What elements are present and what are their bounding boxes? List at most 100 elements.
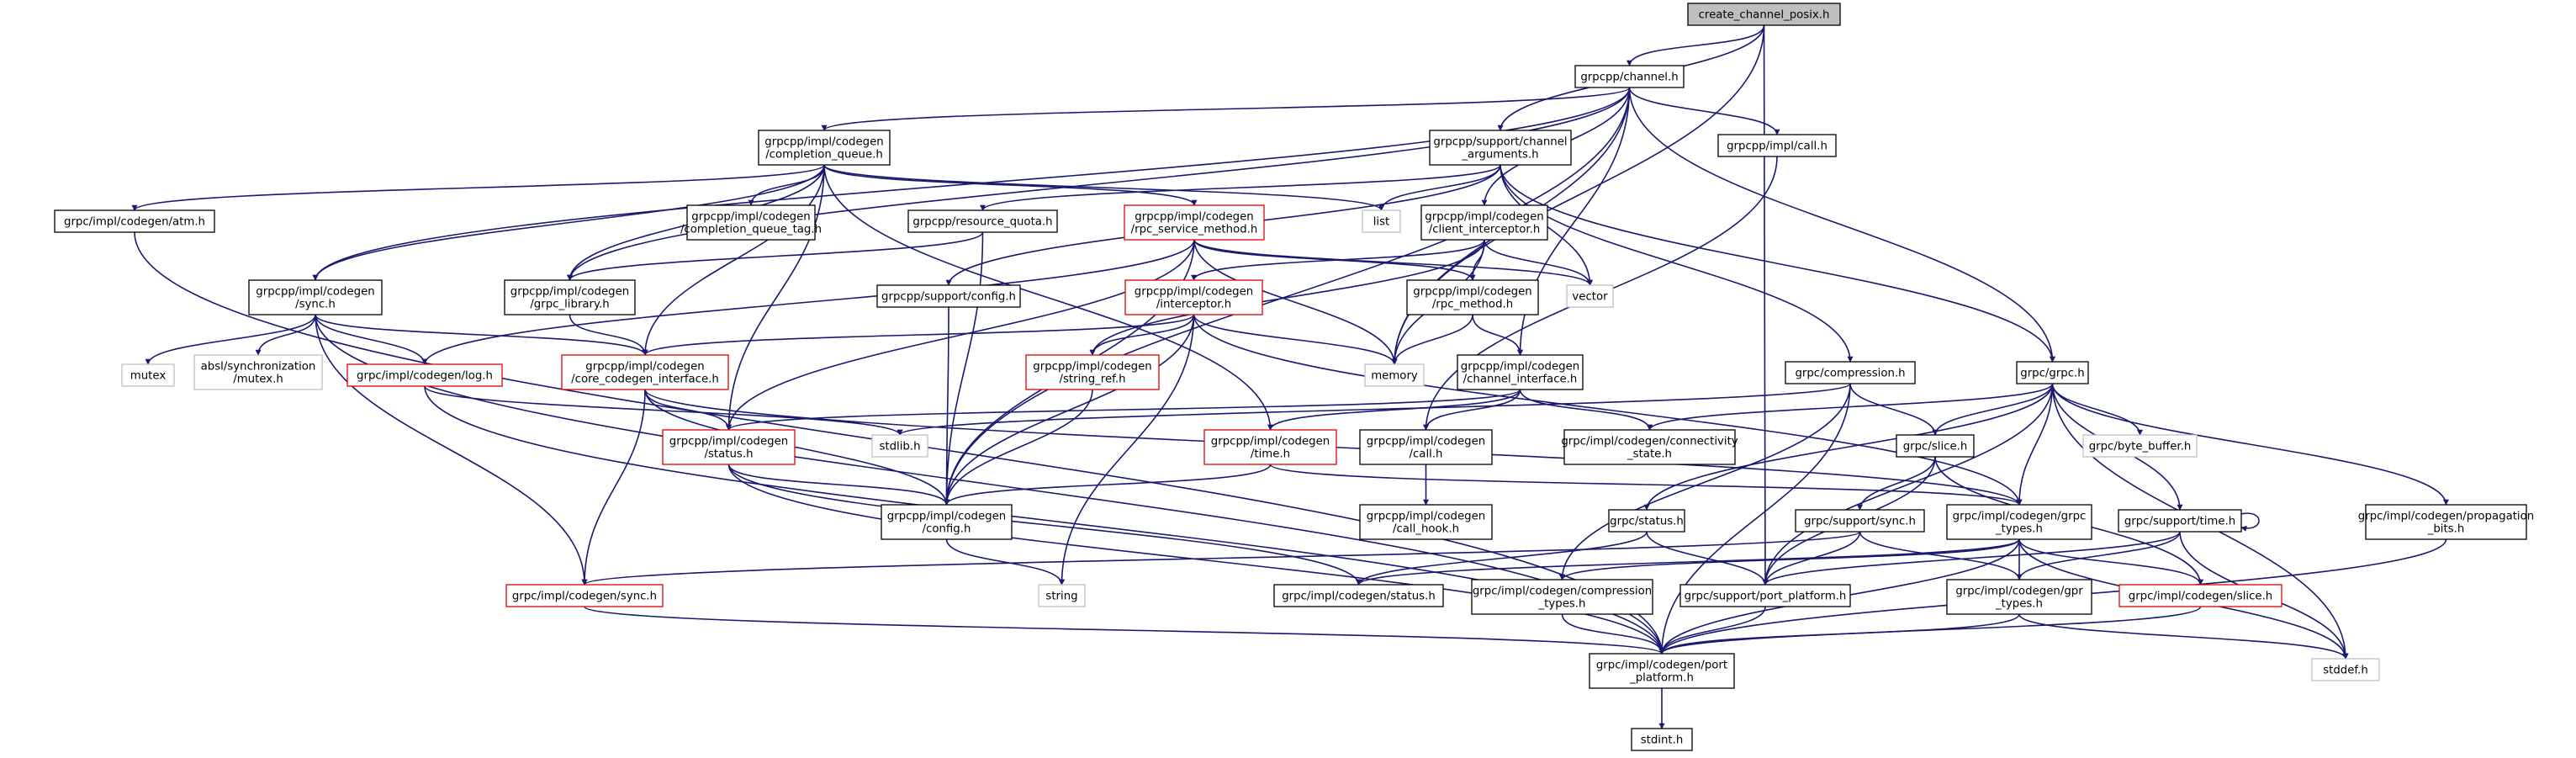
file-node-list[interactable]: list	[1362, 209, 1401, 233]
file-node-grpcpp-grpc-library[interactable]: grpcpp/impl/codegen/grpc_library.h	[504, 279, 636, 315]
dependency-edge	[980, 164, 1501, 211]
file-node-grpc-port-platform[interactable]: grpc/impl/codegen/port_platform.h	[1589, 653, 1735, 689]
dependency-edge	[1762, 531, 2181, 586]
dependency-edge	[1191, 239, 1485, 281]
file-node-grpc-slice[interactable]: grpc/slice.h	[1896, 434, 1975, 458]
dependency-edge	[145, 314, 316, 365]
file-node-grpc-support-port-platform[interactable]: grpc/support/port_platform.h	[1679, 584, 1851, 607]
file-node-grpc-codegen-sync[interactable]: grpc/impl/codegen/sync.h	[505, 584, 664, 607]
dependency-edge	[1561, 613, 1665, 655]
dependency-edge	[1647, 383, 2054, 431]
file-node-grpcpp-sync[interactable]: grpcpp/impl/codegen/sync.h	[248, 279, 383, 315]
file-node-label: vector	[1572, 291, 1608, 304]
file-node-grpcpp-client-interceptor[interactable]: grpcpp/impl/codegen/client_interceptor.h	[1420, 204, 1548, 241]
file-node-grpc-byte-buffer[interactable]: grpc/byte_buffer.h	[2082, 434, 2198, 458]
file-node-memory[interactable]: memory	[1364, 363, 1425, 387]
file-node-box	[1203, 429, 1337, 465]
file-node-label: grpc/impl/codegen/gpr	[1955, 586, 2083, 598]
file-node-grpc-compression-types[interactable]: grpc/impl/codegen/compression_types.h	[1471, 579, 1653, 615]
file-node-label: grpc/support/time.h	[2124, 516, 2235, 528]
file-node-label: /mutex.h	[233, 374, 283, 386]
dependency-edge	[1193, 314, 1398, 365]
file-node-grpcpp-status[interactable]: grpcpp/impl/codegen/status.h	[662, 429, 796, 465]
file-node-grpc-codegen-status[interactable]: grpc/impl/codegen/status.h	[1273, 584, 1444, 607]
file-node-grpcpp-support-config[interactable]: grpcpp/support/config.h	[876, 284, 1021, 308]
file-node-label: mutex	[130, 370, 167, 383]
file-node-grpc-log[interactable]: grpc/impl/codegen/log.h	[346, 363, 503, 387]
dependency-edge	[726, 389, 1521, 431]
file-node-label: grpcpp/resource_quota.h	[912, 216, 1052, 229]
file-node-grpcpp-channel-interface[interactable]: grpcpp/impl/codegen/channel_interface.h	[1457, 354, 1584, 390]
file-node-stddef[interactable]: stddef.h	[2311, 658, 2380, 681]
dependency-edge	[2240, 512, 2260, 532]
file-node-label: _types.h	[1995, 523, 2043, 536]
file-node-grpcpp-string-ref[interactable]: grpcpp/impl/codegen/string_ref.h	[1025, 354, 1160, 390]
file-node-label: /completion_queue.h	[765, 149, 883, 162]
file-node-grpcpp-config[interactable]: grpcpp/impl/codegen/config.h	[881, 504, 1013, 540]
file-node-grpcpp-call-codegen[interactable]: grpcpp/impl/codegen/call.h	[1359, 429, 1493, 465]
dependency-edge	[1646, 531, 1769, 586]
file-node-box	[1038, 584, 1086, 607]
file-node-grpcpp-resource-quota[interactable]: grpcpp/resource_quota.h	[907, 209, 1058, 233]
file-node-grpcpp-impl-call[interactable]: grpcpp/impl/call.h	[1717, 134, 1837, 157]
file-node-label: grpcpp/impl/codegen	[764, 136, 883, 149]
file-node-box	[1124, 279, 1263, 315]
dependency-edge	[2016, 383, 2054, 506]
file-node-grpcpp-time[interactable]: grpcpp/impl/codegen/time.h	[1203, 429, 1337, 465]
file-node-stdint[interactable]: stdint.h	[1631, 728, 1693, 751]
file-node-box	[1795, 509, 1925, 533]
file-node-grpc-support-time[interactable]: grpc/support/time.h	[2118, 509, 2242, 533]
dependency-edge	[1500, 164, 2055, 363]
file-node-box	[1429, 130, 1572, 166]
file-node-grpcpp-core-codegen-interface[interactable]: grpcpp/impl/codegen/core_codegen_interfa…	[561, 354, 729, 390]
file-node-label: /completion_queue_tag.h	[680, 224, 822, 236]
dependency-edge	[1519, 389, 1653, 431]
file-node-label: grpc/support/port_platform.h	[1685, 591, 1847, 603]
file-node-grpcpp-channel[interactable]: grpcpp/channel.h	[1574, 65, 1685, 88]
file-node-grpcpp-call-hook[interactable]: grpcpp/impl/codegen/call_hook.h	[1359, 504, 1493, 540]
file-node-label: /interceptor.h	[1156, 299, 1231, 311]
file-node-grpcpp-rpc-method[interactable]: grpcpp/impl/codegen/rpc_method.h	[1406, 279, 1539, 315]
file-node-mutex[interactable]: mutex	[121, 363, 175, 387]
file-node-absl-mutex[interactable]: absl/synchronization/mutex.h	[193, 354, 323, 390]
file-node-grpc-gpr-types[interactable]: grpc/impl/codegen/gpr_types.h	[1946, 579, 2092, 615]
file-node-grpcpp-rpc-service-method[interactable]: grpcpp/impl/codegen/rpc_service_method.h	[1124, 204, 1265, 241]
file-node-label: grpcpp/impl/codegen	[1425, 211, 1543, 224]
dependency-edge	[567, 87, 1631, 281]
dependency-edge	[1269, 464, 2023, 506]
file-node-grpc-status[interactable]: grpc/status.h	[1608, 509, 1685, 533]
file-node-box	[1687, 3, 1841, 26]
file-node-grpc-compression[interactable]: grpc/compression.h	[1785, 361, 1916, 384]
file-node-grpcpp-interceptor[interactable]: grpcpp/impl/codegen/interceptor.h	[1124, 279, 1263, 315]
file-node-box	[1679, 584, 1851, 607]
dependency-edge	[821, 87, 1631, 131]
dependency-edge	[1932, 383, 2054, 436]
file-node-grpcpp-completion-queue[interactable]: grpcpp/impl/codegen/completion_queue.h	[758, 130, 891, 166]
file-node-grpcpp-completion-queue-tag[interactable]: grpcpp/impl/codegen/completion_queue_tag…	[680, 204, 822, 241]
file-node-label: grpc/slice.h	[1903, 441, 1968, 453]
file-node-grpc-grpc-types[interactable]: grpc/impl/codegen/grpc_types.h	[1946, 504, 2092, 540]
file-node-grpcpp-channel-arguments[interactable]: grpcpp/support/channel_arguments.h	[1429, 130, 1572, 166]
file-node-grpc-propagation-bits[interactable]: grpc/impl/codegen/propagation_bits.h	[2358, 504, 2534, 540]
file-node-box	[1359, 504, 1493, 540]
file-node-grpc-atm[interactable]: grpc/impl/codegen/atm.h	[54, 209, 215, 233]
file-node-label: _bits.h	[2427, 523, 2465, 536]
file-node-grpc-connectivity-state[interactable]: grpc/impl/codegen/connectivity_state.h	[1561, 429, 1738, 465]
dependency-edge	[1658, 383, 1851, 655]
file-node-grpc-codegen-slice[interactable]: grpc/impl/codegen/slice.h	[2118, 584, 2282, 607]
file-node-stdlib[interactable]: stdlib.h	[871, 434, 928, 458]
file-node-label: grpcpp/impl/codegen	[1211, 436, 1330, 448]
file-node-grpc-support-sync[interactable]: grpc/support/sync.h	[1795, 509, 1925, 533]
file-node-box	[54, 209, 215, 233]
dependency-edge	[727, 464, 949, 506]
file-node-grpc-grpc[interactable]: grpc/grpc.h	[2016, 361, 2089, 384]
file-node-label: grpc/impl/codegen/port	[1596, 660, 1727, 672]
file-node-label: grpcpp/impl/codegen	[1135, 211, 1253, 224]
file-node-string[interactable]: string	[1038, 584, 1086, 607]
dependency-edge	[1658, 606, 1766, 655]
file-node-vector[interactable]: vector	[1566, 284, 1614, 308]
file-node-box	[1946, 579, 2092, 615]
file-node-create-channel-posix[interactable]: create_channel_posix.h	[1687, 3, 1841, 26]
dependency-edge	[944, 306, 950, 506]
